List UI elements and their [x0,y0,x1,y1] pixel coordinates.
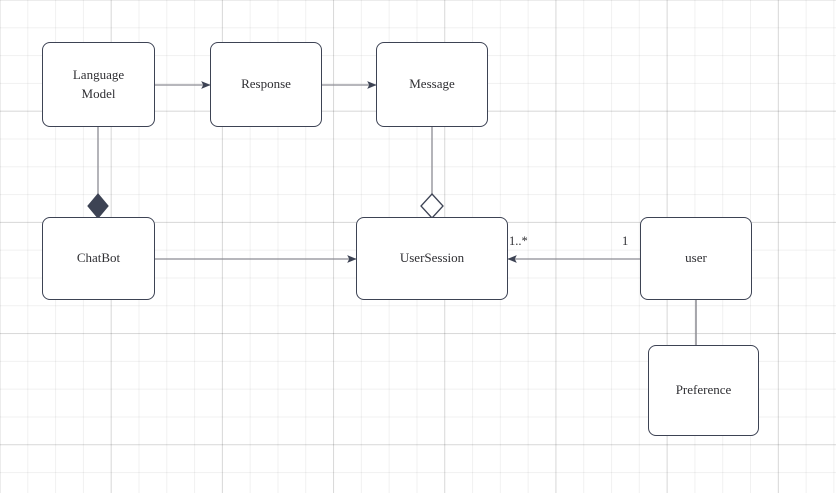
node-chatbot[interactable]: ChatBot [42,217,155,300]
node-user[interactable]: user [640,217,752,300]
node-label-chatbot: ChatBot [76,250,121,266]
node-label-user: user [685,250,707,266]
hollow-diamond-icon [420,193,444,219]
node-label-message: Message [409,76,455,92]
node-label-usersession: UserSession [399,250,465,266]
node-usersession[interactable]: UserSession [356,217,508,300]
edge-message-to-usersession [420,127,444,219]
edge-language-model-to-chatbot [87,127,109,219]
node-label-response: Response [241,76,291,92]
multiplicity-label-user-side: 1 [622,234,629,248]
node-label-language-model: Language Model [72,67,125,101]
multiplicity-label-usersession-side: 1..* [509,234,528,248]
node-response[interactable]: Response [210,42,322,127]
filled-diamond-icon [87,193,109,219]
node-label-preference: Preference [675,382,732,398]
node-language-model[interactable]: Language Model [42,42,155,127]
node-message[interactable]: Message [376,42,488,127]
node-preference[interactable]: Preference [648,345,759,436]
